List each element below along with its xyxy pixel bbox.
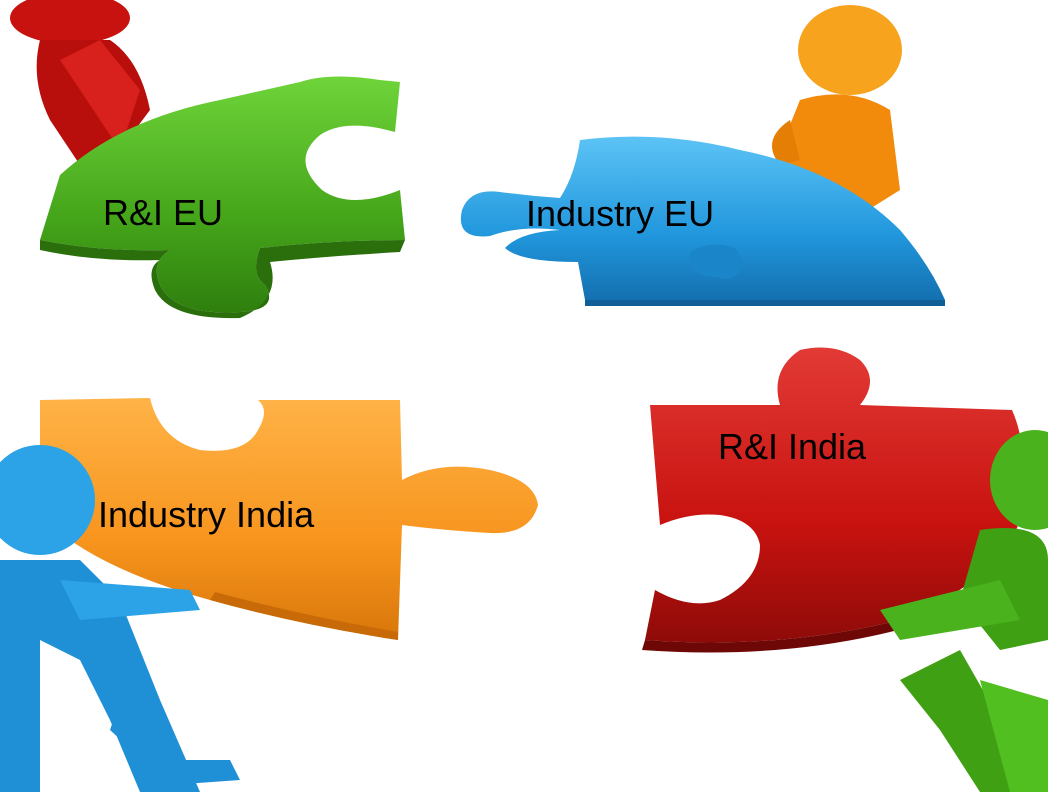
green-figure: [880, 430, 1048, 792]
puzzle-piece-industry-eu: [460, 136, 945, 306]
puzzle-piece-industry-india: [40, 398, 538, 640]
piece-label-ri-eu: R&I EU: [103, 192, 224, 233]
piece-label-industry-india: Industry India: [98, 494, 315, 535]
piece-label-ri-india: R&I India: [718, 426, 867, 467]
puzzle-piece-ri-eu: [40, 76, 405, 319]
piece-label-industry-eu: Industry EU: [526, 193, 715, 234]
blue-figure: [0, 445, 240, 792]
puzzle-piece-ri-india: [642, 347, 1024, 653]
